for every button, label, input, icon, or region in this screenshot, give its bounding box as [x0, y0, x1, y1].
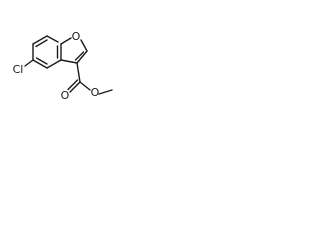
bond-c2-c3-inner [74, 51, 85, 61]
bond-c7-c6 [32, 35, 48, 45]
bond-oester-methyl [98, 89, 113, 95]
bond-c2-c3 [76, 50, 88, 64]
bond-carbonyl-double-b [67, 79, 79, 91]
carbonyl-oxygen-label: O [61, 89, 70, 102]
furan-oxygen-label: O [72, 30, 81, 43]
bond-carbonyl-double-a [69, 81, 81, 93]
bond-c3-c3a [60, 59, 78, 64]
bond-c7a-c7 [46, 35, 59, 43]
bond-c5-cl [24, 59, 34, 67]
ester-oxygen-label: O [91, 86, 100, 99]
bond-c3-ccarbonyl [76, 62, 81, 83]
bond-c7a-o1 [60, 37, 72, 45]
structure-canvas: O Cl O O [0, 0, 152, 152]
bond-c5-c4-inner [35, 57, 48, 65]
bond-c7-c6-inner [35, 39, 48, 48]
chlorine-label: Cl [13, 63, 24, 76]
bond-ccarbonyl-oester [79, 81, 91, 91]
molecule-structure: O Cl O O [13, 30, 113, 102]
bond-c5-c4 [32, 59, 48, 69]
bond-o1-c2 [80, 39, 88, 52]
bond-c4-c3a [46, 59, 62, 69]
